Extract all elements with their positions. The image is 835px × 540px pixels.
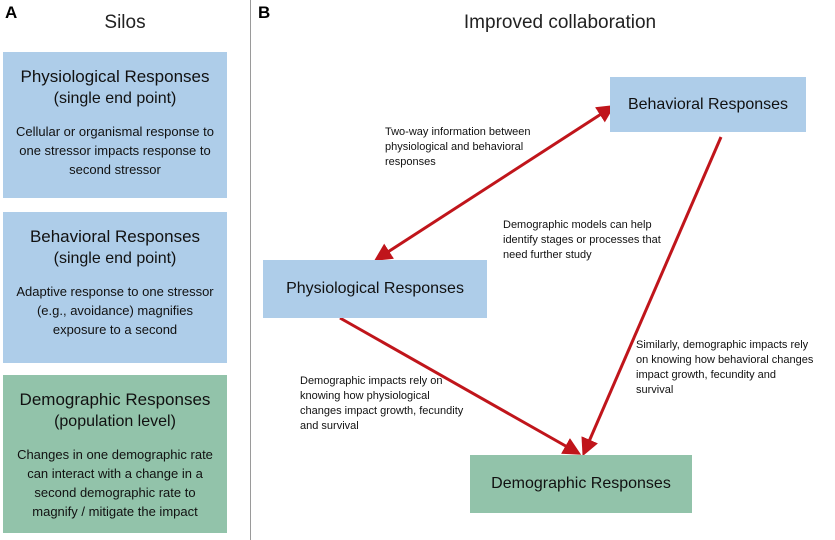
panel-b-title: Improved collaboration [463,12,657,33]
arrow-two-way [373,105,616,261]
silo-physiological-box: Physiological Responses (single end poin… [3,52,227,198]
panel-a-title: Silos [104,12,146,33]
note-behavioral-demographic: Similarly, demographic impacts rely on k… [636,339,814,396]
node-behavioral: Behavioral Responses [610,77,806,132]
silo-demographic-box: Demographic Responses (population level)… [3,375,227,533]
panel-a-letter: A [5,3,18,22]
note-two-way: Two-way information between physiologica… [385,126,531,168]
node-behavioral-label: Behavioral Responses [627,95,789,113]
arrow-behavioral-to-demographic [581,136,723,457]
silo-behavioral-description: Adaptive response to one stressor (e.g.,… [16,284,214,337]
silo-demographic-description: Changes in one demographic rate can inte… [17,447,213,519]
silo-behavioral-heading: Behavioral Responses [29,227,201,246]
silo-physiological-description: Cellular or organismal response to one s… [16,124,214,177]
node-demographic: Demographic Responses [470,455,692,513]
silo-behavioral-box: Behavioral Responses (single end point) … [3,212,227,363]
silo-demographic-heading: Demographic Responses [19,390,211,409]
silo-physiological-subheading: (single end point) [53,90,177,107]
silo-physiological-heading: Physiological Responses [20,67,210,86]
note-physiological-demographic: Demographic impacts rely on knowing how … [300,375,464,432]
node-physiological: Physiological Responses [263,260,487,318]
node-demographic-label: Demographic Responses [491,475,671,492]
panel-divider [250,0,251,540]
silo-demographic-subheading: (population level) [54,413,176,430]
panel-b-letter: B [258,3,271,22]
arrow-physiological-to-demographic [339,316,582,455]
node-physiological-label: Physiological Responses [286,280,464,297]
silo-behavioral-subheading: (single end point) [53,250,177,267]
note-demographic-models: Demographic models can help identify sta… [503,219,661,261]
